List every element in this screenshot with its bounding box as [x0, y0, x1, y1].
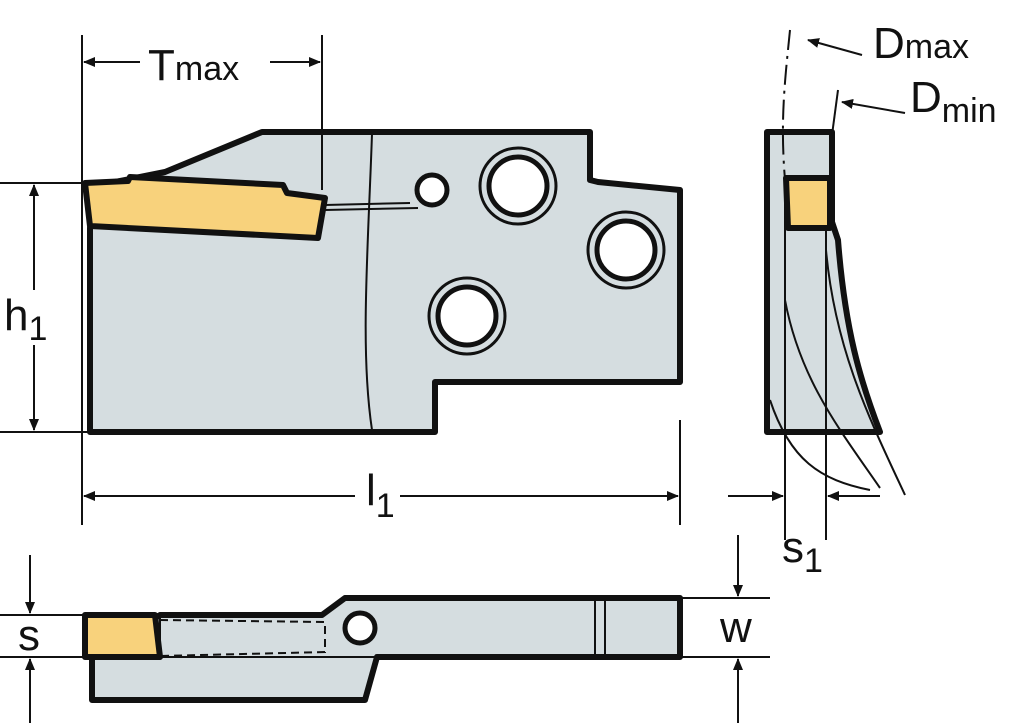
label-s: s: [18, 611, 40, 660]
end-view: [728, 29, 906, 540]
side-view: [0, 35, 683, 525]
top-insert: [82, 612, 163, 660]
screw-hole-small: [414, 172, 450, 208]
label-dmin: Dmin: [910, 73, 997, 130]
top-screw: [342, 610, 378, 646]
label-l1: l1: [366, 466, 395, 525]
top-body: [89, 595, 683, 703]
end-insert: [783, 175, 833, 231]
label-tmax: Tmax: [148, 41, 239, 90]
label-s1: s1: [782, 523, 823, 580]
cutting-insert: [82, 174, 328, 241]
label-dmax: Dmax: [873, 19, 969, 68]
top-view: [0, 535, 770, 723]
label-w: w: [719, 603, 752, 652]
label-h1: h1: [4, 291, 47, 348]
